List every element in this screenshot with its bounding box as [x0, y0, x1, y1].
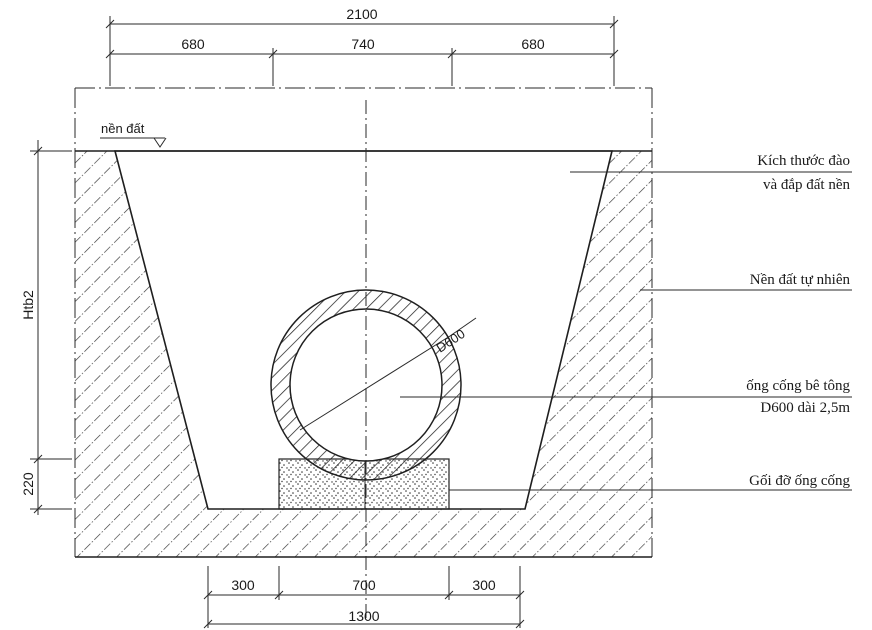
note-excavation-line2: và đắp đất nền [763, 177, 851, 193]
dim-bottom-middle: 700 [352, 577, 376, 593]
ground-level-arrow-icon [153, 137, 167, 148]
dim-top-left: 680 [181, 36, 205, 52]
dim-left-base: 220 [20, 472, 36, 496]
note-pipe-line1: ống cống bê tông [746, 378, 850, 394]
note-pipe-support: Gối đỡ ống cống [749, 473, 850, 489]
dim-bottom-right: 300 [472, 577, 496, 593]
natural-ground-hatch [75, 151, 652, 557]
leader-lines [400, 171, 852, 491]
note-pipe-line2: D600 dài 2,5m [760, 400, 850, 416]
note-natural-ground: Nền đất tự nhiên [750, 272, 851, 288]
dim-top-total: 2100 [346, 6, 377, 22]
dim-left-height: Htb2 [20, 290, 36, 320]
dim-bottom-total: 1300 [348, 608, 379, 624]
dim-top-middle: 740 [351, 36, 375, 52]
bottom-dimension-lines [203, 566, 525, 629]
note-excavation-line1: Kích thước đào [757, 153, 850, 169]
concrete-pipe [270, 289, 477, 481]
ground-level-label: nền đất [101, 121, 145, 136]
pipe-diameter-line [299, 335, 451, 431]
left-dimension-lines [30, 140, 72, 515]
top-dimension-lines [105, 16, 619, 86]
dim-bottom-left: 300 [231, 577, 255, 593]
dim-top-right: 680 [521, 36, 545, 52]
